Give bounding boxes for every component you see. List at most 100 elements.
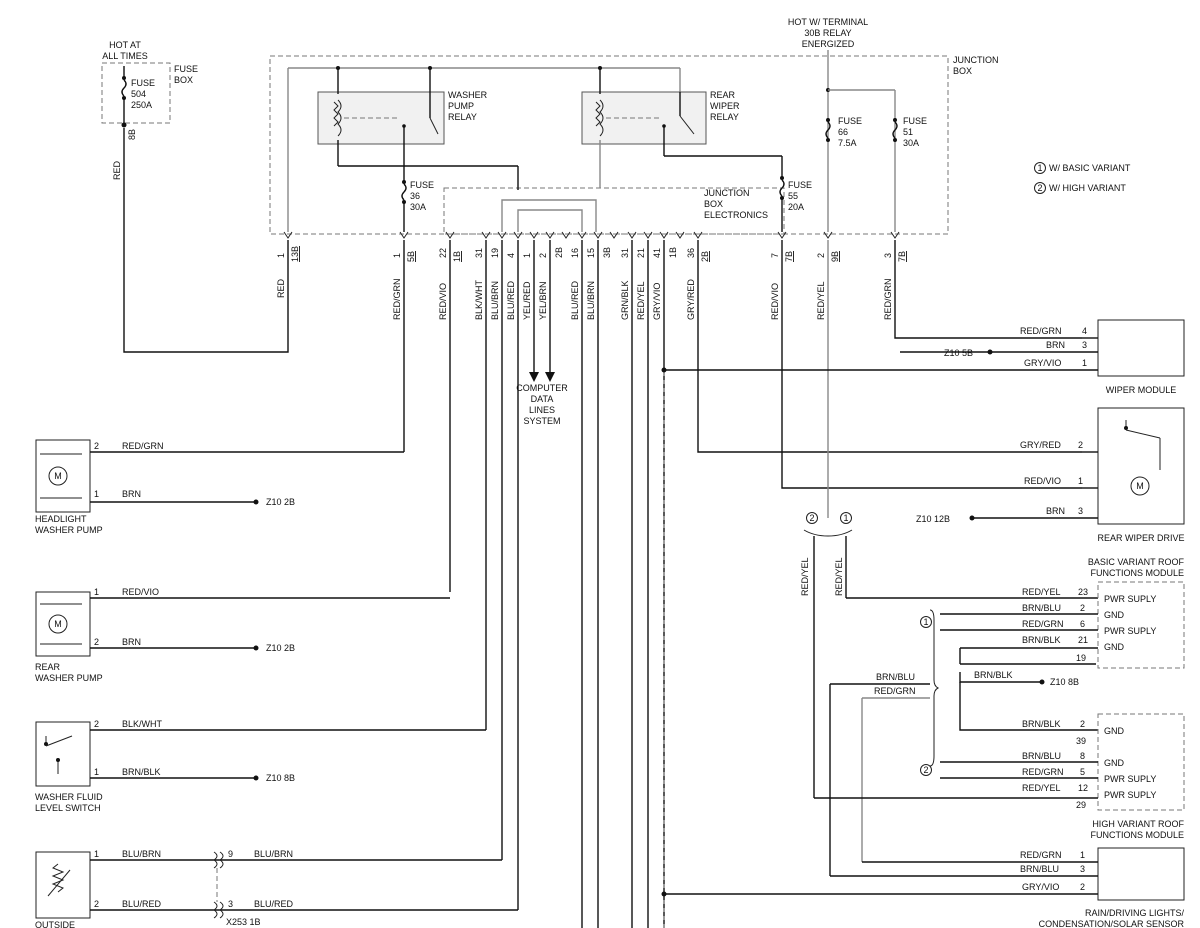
connector-pin: 1 xyxy=(392,253,402,258)
connector-chevron xyxy=(890,231,900,239)
svg-text:BOX: BOX xyxy=(953,66,972,76)
connector-pin: 31 xyxy=(620,248,630,258)
rain-sensor: RED/GRN 1 BRN/BLU 3 GRY/VIO 2 RAIN/DRIVI… xyxy=(661,847,1185,928)
svg-text:RED/GRN: RED/GRN xyxy=(1022,619,1064,629)
svg-text:1: 1 xyxy=(94,767,99,777)
connector-chevron xyxy=(561,231,571,239)
svg-text:GRY/VIO: GRY/VIO xyxy=(1022,882,1059,892)
svg-text:BRN/BLK: BRN/BLK xyxy=(1022,635,1061,645)
variant-legend: 1 W/ BASIC VARIANT 2 W/ HIGH VARIANT xyxy=(1034,162,1131,194)
connector-pin: 15 xyxy=(586,248,596,258)
connector-pin: 3B xyxy=(602,247,612,258)
connector-id: 9B xyxy=(830,251,840,262)
svg-text:WASHER PUMP: WASHER PUMP xyxy=(35,673,103,683)
connector-id: 7B xyxy=(784,251,794,262)
svg-text:GND: GND xyxy=(1104,642,1125,652)
svg-text:W/ BASIC VARIANT: W/ BASIC VARIANT xyxy=(1049,163,1131,173)
svg-text:M: M xyxy=(1136,481,1144,491)
svg-text:Z10 8B: Z10 8B xyxy=(266,773,295,783)
connector-pin: 16 xyxy=(570,248,580,258)
svg-text:FUSE: FUSE xyxy=(838,116,862,126)
svg-text:JUNCTION: JUNCTION xyxy=(704,188,750,198)
svg-text:Z10 2B: Z10 2B xyxy=(266,497,295,507)
svg-text:FUSE: FUSE xyxy=(410,180,434,190)
svg-text:RED: RED xyxy=(112,160,122,180)
connector-chevron xyxy=(283,231,293,239)
svg-text:ELECTRONICS: ELECTRONICS xyxy=(704,210,768,220)
washer-pump-relay: WASHER PUMP RELAY xyxy=(317,68,519,190)
svg-text:19: 19 xyxy=(1076,653,1086,663)
svg-text:8B: 8B xyxy=(127,129,137,140)
svg-text:12: 12 xyxy=(1078,783,1088,793)
svg-text:PWR SUPLY: PWR SUPLY xyxy=(1104,774,1156,784)
svg-text:BASIC VARIANT ROOF: BASIC VARIANT ROOF xyxy=(1088,557,1185,567)
wire-color-label: BLU/BRN xyxy=(586,281,596,320)
outside-temp-sensor: OUTSIDE 1 BLU/BRN 2 BLU/RED 9 BLU/BRN 3 … xyxy=(35,849,518,928)
svg-text:BRN: BRN xyxy=(1046,340,1065,350)
svg-text:RED/VIO: RED/VIO xyxy=(122,587,159,597)
svg-text:BLU/BRN: BLU/BRN xyxy=(122,849,161,859)
svg-text:GRY/VIO: GRY/VIO xyxy=(1024,358,1061,368)
connector-chevron xyxy=(577,231,587,239)
svg-text:3: 3 xyxy=(1082,340,1087,350)
svg-text:2: 2 xyxy=(94,441,99,451)
svg-text:WASHER PUMP: WASHER PUMP xyxy=(35,525,103,535)
svg-text:FUSE: FUSE xyxy=(903,116,927,126)
svg-text:1: 1 xyxy=(94,587,99,597)
svg-text:M: M xyxy=(54,619,62,629)
svg-text:RED/YEL: RED/YEL xyxy=(1022,587,1061,597)
connector-pin: 1 xyxy=(276,253,286,258)
wire-color-label: GRY/RED xyxy=(686,279,696,320)
svg-text:RAIN/DRIVING LIGHTS/: RAIN/DRIVING LIGHTS/ xyxy=(1085,908,1185,918)
svg-text:BOX: BOX xyxy=(704,199,723,209)
svg-text:HOT AT: HOT AT xyxy=(109,40,141,50)
wire-color-label: RED/YEL xyxy=(636,281,646,320)
svg-text:55: 55 xyxy=(788,191,798,201)
fuse-box: HOT AT ALL TIMES FUSE BOX FUSE 504 250A … xyxy=(101,40,198,180)
svg-text:1: 1 xyxy=(1082,358,1087,368)
svg-text:51: 51 xyxy=(903,127,913,137)
connector-pin: 2 xyxy=(816,253,826,258)
svg-text:WASHER: WASHER xyxy=(448,90,488,100)
svg-text:RED/GRN: RED/GRN xyxy=(1020,326,1062,336)
variant-split: 2 1 RED/YEL RED/YEL xyxy=(800,512,1098,798)
junction-box: JUNCTION BOX JUNCTION BOX ELECTRONICS xyxy=(269,55,999,235)
svg-text:FUSE: FUSE xyxy=(131,78,155,88)
connector-chevron xyxy=(481,231,491,239)
svg-text:2: 2 xyxy=(1080,719,1085,729)
connector-pin: 31 xyxy=(474,248,484,258)
ground-splice: BRN/BLU RED/GRN BRN/BLK Z10 8B xyxy=(829,609,1098,876)
svg-text:BRN: BRN xyxy=(122,489,141,499)
svg-text:1: 1 xyxy=(94,849,99,859)
junction-bus xyxy=(287,50,896,232)
connector-chevron xyxy=(399,231,409,239)
connector-chevron xyxy=(675,231,685,239)
svg-text:23: 23 xyxy=(1078,587,1088,597)
svg-text:BLU/RED: BLU/RED xyxy=(254,899,294,909)
svg-text:2: 2 xyxy=(1080,882,1085,892)
fuse-55: FUSE 55 20A xyxy=(779,176,812,232)
connector-chevron xyxy=(659,231,669,239)
svg-text:WASHER FLUID: WASHER FLUID xyxy=(35,792,103,802)
svg-text:RELAY: RELAY xyxy=(448,112,477,122)
svg-text:250A: 250A xyxy=(131,100,152,110)
svg-text:BRN/BLU: BRN/BLU xyxy=(876,672,915,682)
svg-text:1: 1 xyxy=(1037,163,1042,173)
wire-color-label: GRY/VIO xyxy=(652,283,662,320)
connector-chevron xyxy=(529,231,539,239)
wire-color-label: BLU/BRN xyxy=(490,281,500,320)
electronics-loop xyxy=(501,199,597,232)
svg-text:BRN: BRN xyxy=(122,637,141,647)
svg-text:PWR SUPLY: PWR SUPLY xyxy=(1104,626,1156,636)
svg-text:FUSE: FUSE xyxy=(788,180,812,190)
svg-text:HEADLIGHT: HEADLIGHT xyxy=(35,514,87,524)
svg-text:FUNCTIONS MODULE: FUNCTIONS MODULE xyxy=(1090,830,1184,840)
svg-text:WIPER MODULE: WIPER MODULE xyxy=(1106,385,1177,395)
fuse-36: FUSE 36 30A xyxy=(401,180,434,232)
svg-text:X253 1B: X253 1B xyxy=(226,917,261,927)
wire-color-label: YEL/BRN xyxy=(538,281,548,320)
svg-text:BRN/BLK: BRN/BLK xyxy=(122,767,161,777)
svg-text:1: 1 xyxy=(1080,850,1085,860)
